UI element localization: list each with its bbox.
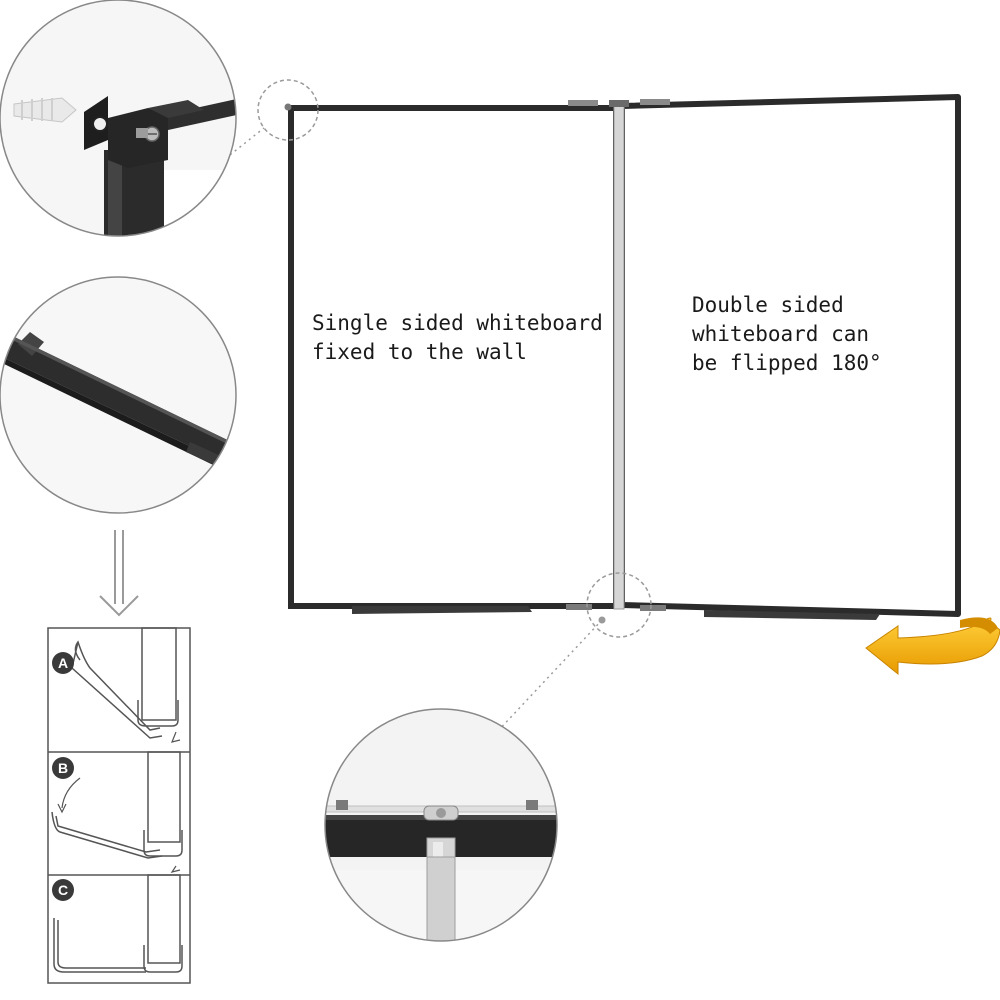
step-c-badge: C xyxy=(52,879,74,901)
corner-detail-marker xyxy=(257,79,319,141)
pen-tray-icon xyxy=(352,606,532,614)
hinge-icon xyxy=(609,100,629,107)
caption-line: Single sided whiteboard xyxy=(312,311,603,335)
left-board-panel xyxy=(288,105,619,609)
down-arrow-icon xyxy=(99,530,139,617)
caption-line: whiteboard can xyxy=(692,322,870,346)
caption-line: fixed to the wall xyxy=(312,340,527,364)
caption-line: be flipped 180° xyxy=(692,351,882,375)
leader-line xyxy=(215,127,265,167)
hinge-icon xyxy=(568,100,598,106)
hinge-detail-marker xyxy=(586,572,652,638)
right-board-caption: Double sided whiteboard can be flipped 1… xyxy=(692,291,882,378)
pen-tray-icon xyxy=(704,610,880,620)
tray-detail-circle xyxy=(0,276,237,514)
hinge-icon xyxy=(640,99,670,105)
main-whiteboard xyxy=(257,79,961,638)
step-a-badge: A xyxy=(52,652,74,674)
leader-line xyxy=(495,619,603,734)
hinge-detail-circle xyxy=(324,708,558,942)
hinge-icon xyxy=(566,604,592,610)
install-steps-panel xyxy=(47,627,191,984)
center-hinge-bar xyxy=(613,103,625,610)
caption-line: Double sided xyxy=(692,293,844,317)
wall-anchor-icon xyxy=(13,97,160,142)
hinge-icon xyxy=(640,605,666,611)
left-board-caption: Single sided whiteboard fixed to the wal… xyxy=(312,309,603,367)
step-b-illustration xyxy=(51,751,183,873)
anchor-detail-circle xyxy=(0,0,237,237)
step-a-illustration xyxy=(71,627,181,743)
step-c-illustration xyxy=(53,874,183,973)
rotate-arrow-icon xyxy=(865,617,1000,676)
step-b-badge: B xyxy=(52,757,74,779)
